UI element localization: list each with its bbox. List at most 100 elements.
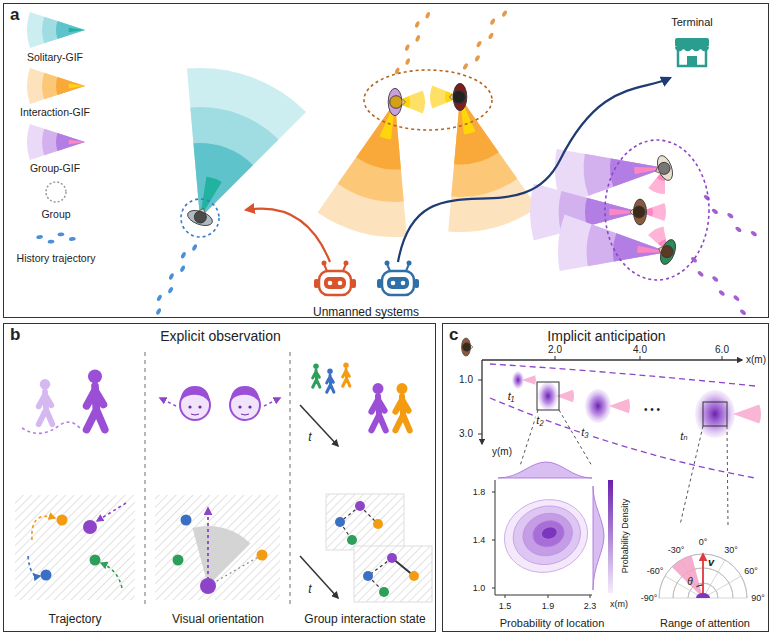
panel-letter: c [449, 325, 458, 345]
panel-title: Explicit observation [160, 328, 281, 344]
footprint [735, 226, 743, 233]
figure-label: Trajectory [49, 613, 102, 627]
axis-label: -60° [647, 566, 664, 576]
walking-figure [343, 363, 350, 387]
dashed-path [32, 516, 55, 540]
legend-text: Interaction-GIF [20, 106, 90, 118]
footprint [414, 21, 420, 29]
axis-label: 1.4 [473, 535, 486, 545]
walking-figure [313, 364, 320, 388]
agent-dot [57, 515, 68, 526]
person-topview [186, 204, 216, 228]
panel-box: bExplicit observation [3, 323, 436, 632]
person-topview [654, 236, 678, 266]
axis-label: 90° [751, 593, 765, 603]
footprint [168, 273, 175, 281]
footprint [501, 10, 508, 18]
agent-dot [181, 515, 192, 526]
agent-dot [379, 587, 389, 597]
head-figure [180, 386, 210, 420]
agent-dot [409, 571, 419, 581]
walking-figure [39, 379, 53, 424]
panel-letter: a [10, 5, 19, 25]
gaze-fan [27, 12, 85, 48]
legend-text: Group-GIF [30, 162, 80, 174]
legend-text: History trajectory [17, 252, 96, 264]
agent-dot [355, 501, 365, 511]
person-topview [651, 154, 675, 184]
footprint [726, 212, 734, 219]
footprint [711, 275, 719, 282]
footprint [703, 194, 711, 201]
footprint [711, 208, 719, 215]
footprint [697, 270, 705, 277]
footprint [739, 309, 747, 316]
panel-title: Implicit anticipation [547, 328, 665, 344]
dashed-path [97, 503, 126, 521]
gaze-fan [187, 68, 306, 218]
footprint [733, 294, 741, 301]
panel-box: a [3, 3, 769, 318]
panel-b-art [15, 352, 432, 608]
axis-label: t₃ [580, 426, 589, 439]
person-topview [461, 338, 473, 356]
gaze-fan [558, 214, 668, 271]
agent-dot [257, 550, 268, 561]
axis-label: 60° [744, 566, 758, 576]
footprint [179, 265, 186, 273]
probability-blob [695, 390, 735, 438]
dashed-path [101, 563, 122, 588]
footprint [155, 308, 162, 316]
agent-dot [83, 520, 97, 534]
axis-label: 0° [699, 537, 708, 547]
axis-label: -90° [641, 593, 658, 603]
figure-label: Group interaction state [304, 613, 425, 627]
footprint [488, 32, 495, 40]
axis-label: 2.3 [584, 601, 597, 611]
footprint [191, 244, 198, 252]
agent-dot [173, 555, 184, 566]
head-figure [230, 386, 260, 420]
axis-label: -30° [668, 545, 685, 555]
gaze-fan [318, 102, 407, 237]
footprint [405, 58, 411, 66]
footprint [47, 239, 54, 244]
footprint [167, 286, 174, 294]
footprint [57, 232, 64, 237]
gaze-fan [27, 68, 85, 104]
footprint [156, 294, 163, 302]
gaze-fan [27, 124, 85, 160]
polar-plot [659, 554, 747, 598]
terminal-icon [675, 38, 709, 66]
robot-icon [314, 261, 356, 296]
footprint [476, 40, 483, 48]
axis-label: 1.5 [499, 601, 512, 611]
agent-dot [387, 553, 397, 563]
axis-label: Probability Density [620, 499, 630, 574]
walking-figure [327, 369, 334, 393]
figure-label: Visual orientation [172, 613, 264, 627]
probability-blob [585, 389, 611, 423]
axis-label: t₂ [535, 414, 544, 427]
footprint [718, 289, 726, 296]
axis-label: 4.0 [633, 344, 647, 356]
walking-figure [395, 383, 409, 430]
agent-dot [200, 578, 216, 594]
footprint [425, 11, 431, 19]
axis-label: 3.0 [459, 428, 473, 440]
axis-label: 2.0 [548, 344, 562, 356]
axis-label: y(m) [492, 446, 512, 458]
figure-label: t [308, 431, 311, 445]
agent-dot [373, 519, 383, 529]
dashed-path [160, 398, 176, 406]
footprint [180, 251, 187, 259]
footprint [474, 54, 481, 62]
agent-dot [347, 535, 357, 545]
axis-label: 1.0 [459, 374, 473, 386]
person-topview [450, 83, 467, 110]
footprint [462, 63, 469, 71]
walking-figure [371, 383, 385, 430]
panel-box: c Implicit anticipation [442, 323, 769, 632]
footprint [69, 237, 76, 242]
axis-label: x(m) [746, 354, 766, 366]
